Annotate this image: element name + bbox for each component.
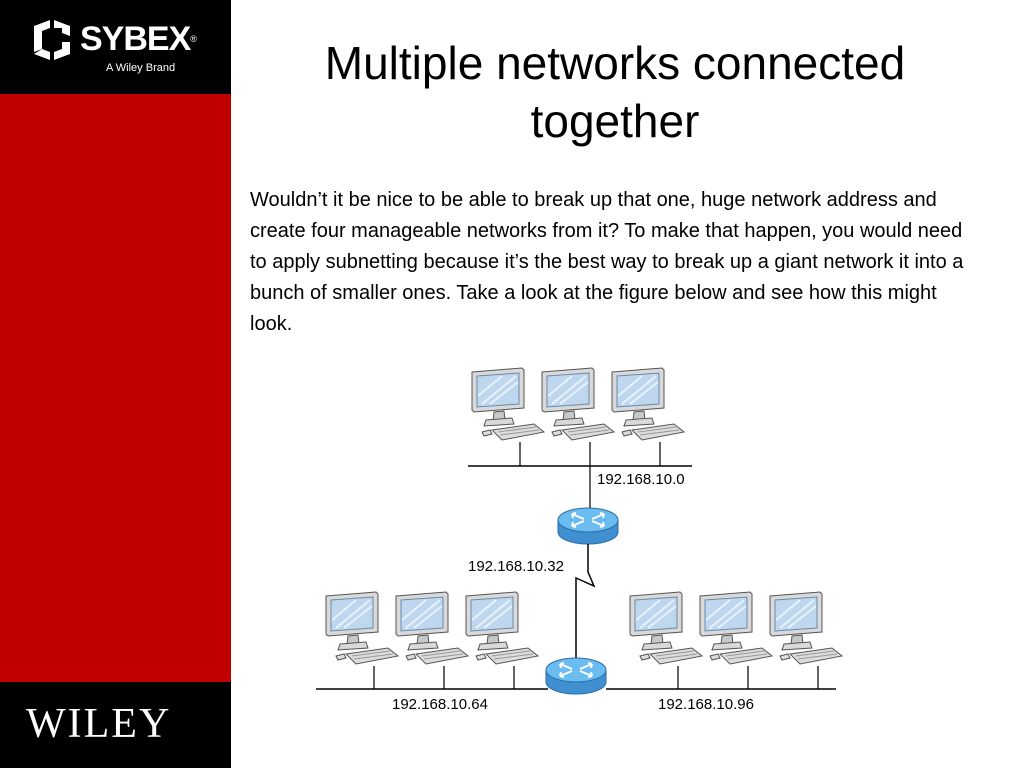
sybex-logo: SYBEX® A Wiley Brand	[30, 18, 200, 78]
network-diagram-svg	[316, 367, 843, 695]
pc-icon	[699, 591, 773, 665]
sidebar: SYBEX® A Wiley Brand WILEY	[0, 0, 231, 768]
pc-icon	[325, 591, 399, 665]
pc-icon	[611, 367, 685, 441]
network-label-top: 192.168.10.0	[597, 471, 685, 488]
sybex-tagline: A Wiley Brand	[106, 62, 176, 74]
network-label-serial: 192.168.10.32	[468, 558, 564, 575]
slide-body-text: Wouldn’t it be nice to be able to break …	[250, 189, 964, 335]
wiley-logo: WILEY	[26, 701, 172, 747]
pc-icon	[471, 367, 545, 441]
pc-icon	[465, 591, 539, 665]
sybex-mark-icon	[34, 20, 70, 60]
pc-icon	[629, 591, 703, 665]
pc-icon	[395, 591, 469, 665]
network-diagram: 192.168.10.0 192.168.10.32 192.168.10.64…	[300, 360, 860, 725]
sidebar-top-band: SYBEX® A Wiley Brand	[0, 0, 231, 94]
pc-icon	[769, 591, 843, 665]
network-label-bottom-left: 192.168.10.64	[392, 696, 488, 713]
network-label-bottom-right: 192.168.10.96	[658, 696, 754, 713]
sybex-wordmark: SYBEX®	[80, 20, 197, 58]
sidebar-bottom-band	[0, 682, 231, 768]
pc-icon	[541, 367, 615, 441]
router-icon	[557, 507, 619, 545]
slide-title: Multiple networks connected together	[324, 37, 906, 147]
serial-link	[575, 544, 596, 660]
router-icon	[545, 657, 607, 695]
